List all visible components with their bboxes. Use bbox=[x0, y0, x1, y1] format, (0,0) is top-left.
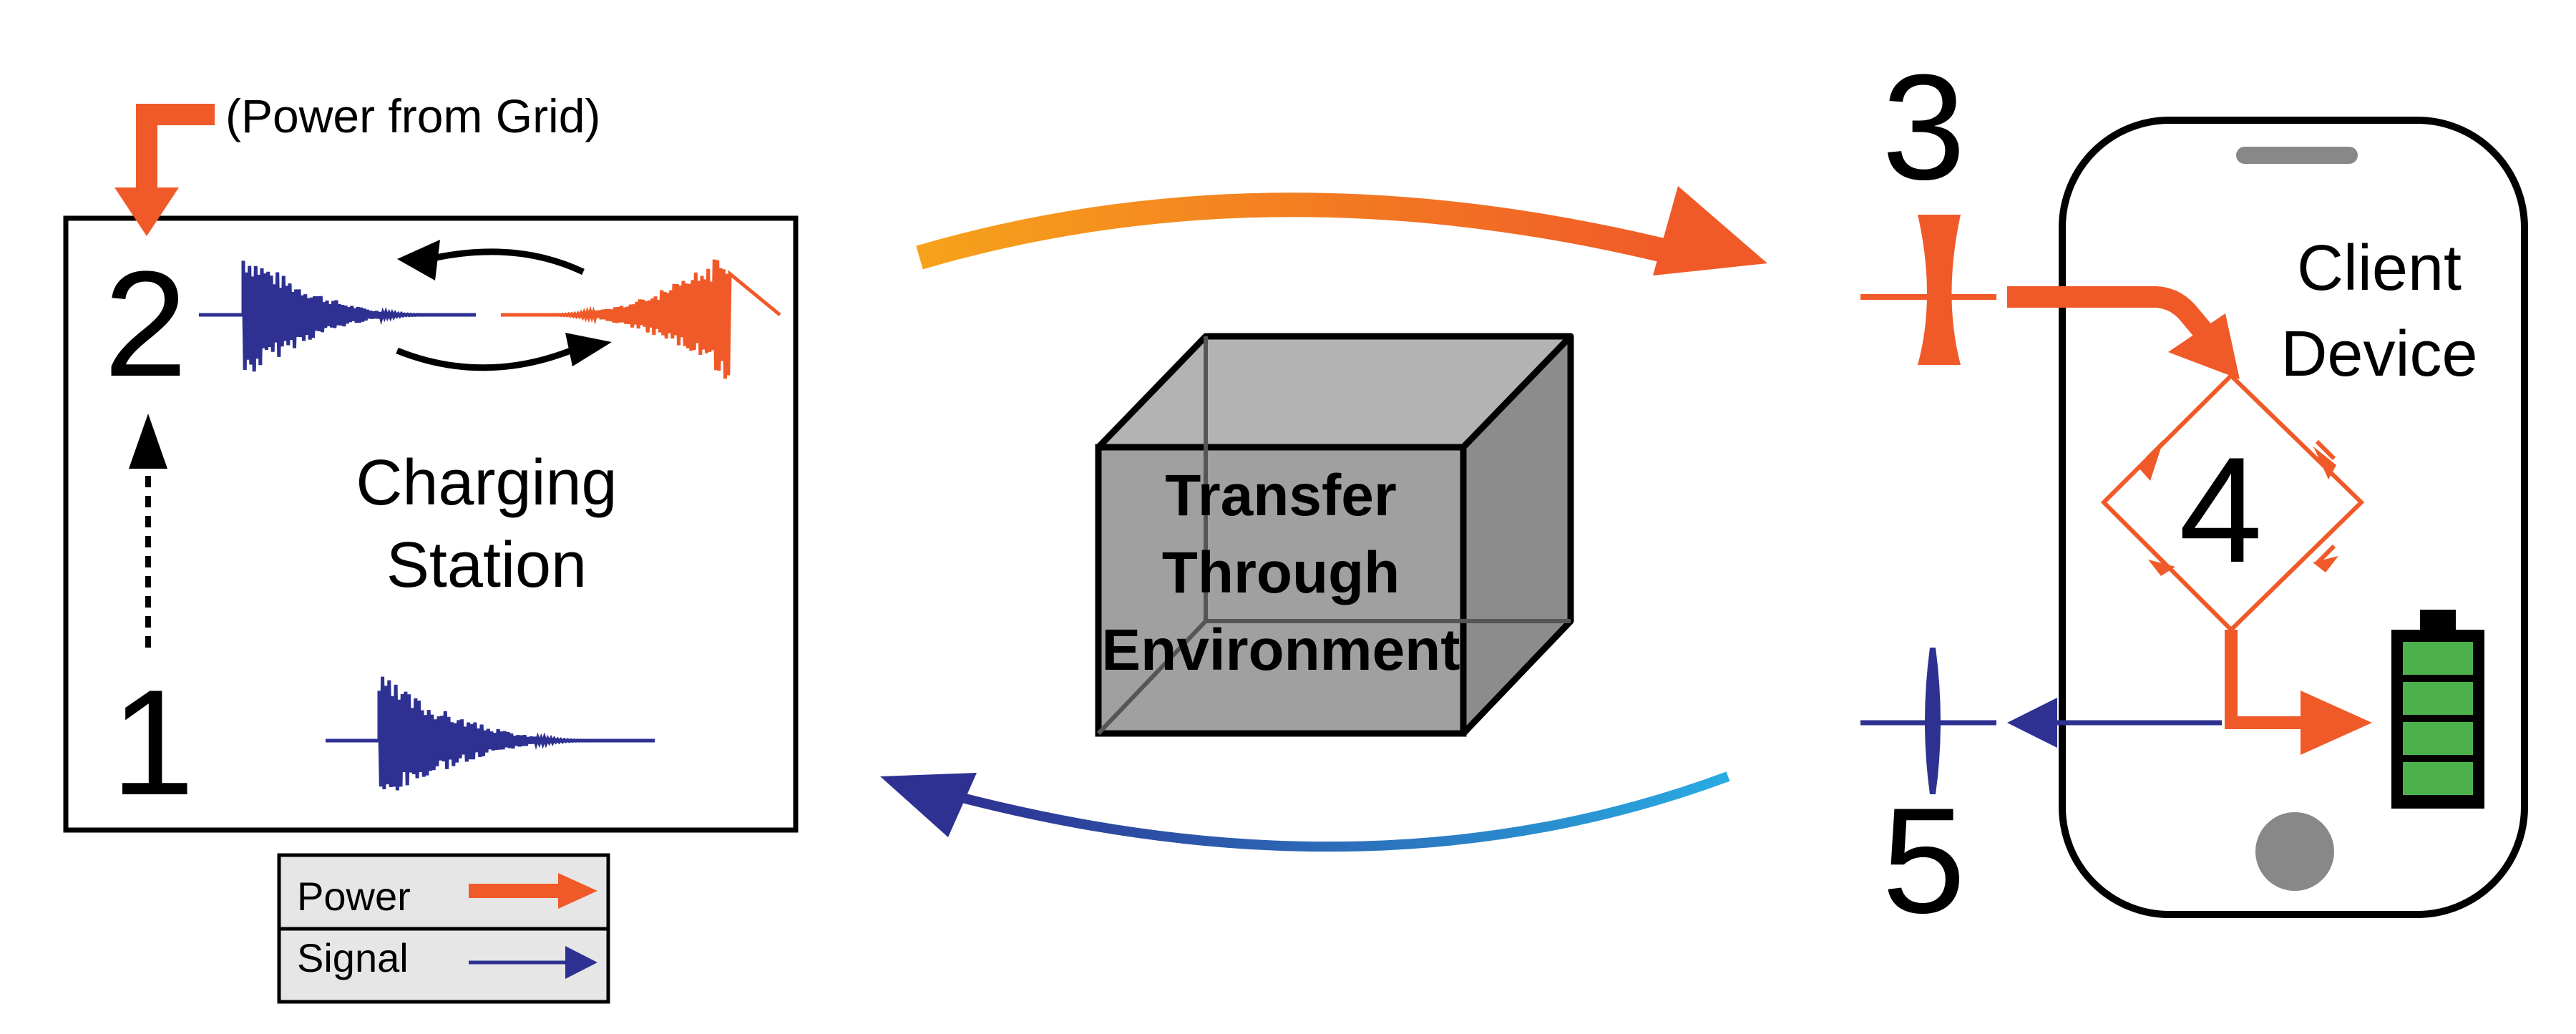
grid-power-label: (Power from Grid) bbox=[225, 89, 600, 142]
grid-power-arrow bbox=[114, 104, 215, 236]
environment-label-line1: Transfer bbox=[1165, 463, 1397, 528]
phone-speaker bbox=[2236, 147, 2358, 164]
environment-cube: Transfer Through Environment bbox=[1095, 333, 1574, 737]
step-2-number: 2 bbox=[104, 240, 187, 408]
reverse-arrow-head-top bbox=[397, 240, 440, 281]
step-3-number: 3 bbox=[1882, 43, 1966, 211]
time-reversal-arrows bbox=[396, 248, 585, 371]
client-device-label-line2: Device bbox=[2280, 318, 2477, 390]
legend-signal-arrow bbox=[469, 946, 597, 979]
step-4-number: 4 bbox=[2179, 426, 2263, 594]
environment-label-line2: Through bbox=[1162, 540, 1400, 605]
dc-output-arrow bbox=[2225, 630, 2372, 755]
signal-return-arrow bbox=[880, 771, 1730, 852]
client-antenna-signal bbox=[1860, 648, 1996, 794]
environment-label-line3: Environment bbox=[1101, 618, 1460, 683]
charging-station-label-line2: Station bbox=[386, 530, 587, 601]
beacon-signal-waveform bbox=[326, 676, 655, 791]
step-1-number: 1 bbox=[111, 658, 195, 826]
time-reversed-power-waveform bbox=[501, 259, 781, 379]
charging-station-group: (Power from Grid) 2 1 Charging Station bbox=[63, 89, 799, 833]
charging-station-box bbox=[63, 215, 799, 833]
beacon-signal-arrow bbox=[2007, 698, 2222, 748]
received-power-arrow bbox=[2007, 286, 2240, 379]
legend-power-label: Power bbox=[297, 874, 411, 919]
client-device-label-line1: Client bbox=[2297, 233, 2462, 304]
legend: Power Signal bbox=[277, 853, 610, 1004]
client-device-phone: Client Device bbox=[2059, 117, 2528, 918]
received-signal-waveform bbox=[199, 260, 476, 372]
reverse-arrow-head-bottom bbox=[565, 333, 612, 366]
legend-power-arrow bbox=[469, 873, 597, 909]
charging-station-label-line1: Charging bbox=[356, 447, 617, 519]
battery-icon bbox=[2391, 610, 2484, 809]
power-transfer-arrow bbox=[916, 186, 1767, 275]
phone-home-button bbox=[2255, 812, 2334, 891]
client-antenna-power bbox=[1860, 215, 1996, 365]
legend-signal-label: Signal bbox=[297, 935, 409, 980]
rectifier-diode-arrows bbox=[2140, 447, 2338, 576]
step-5-number: 5 bbox=[1882, 776, 1966, 945]
step-progress-arrow bbox=[129, 414, 167, 648]
